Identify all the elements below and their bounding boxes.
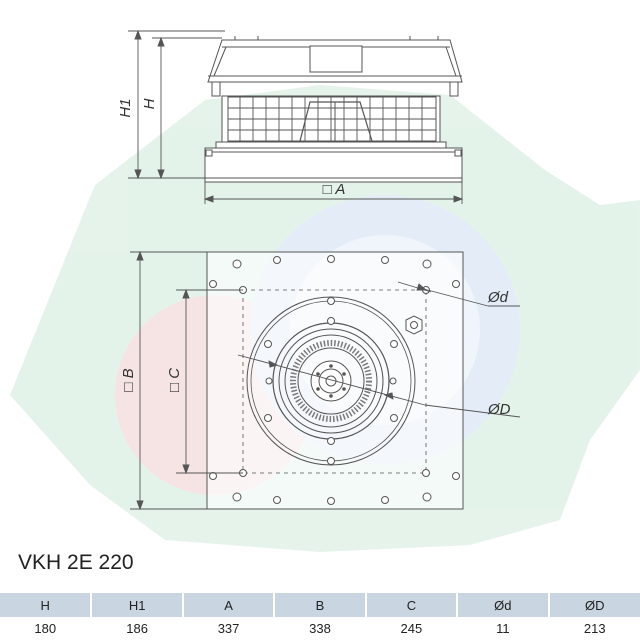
- base-top-rim: [215, 141, 447, 149]
- base-plate: [204, 147, 463, 179]
- value-d-small: 11: [456, 617, 549, 639]
- label-d-large: ØD: [487, 401, 511, 418]
- header-d-large: ØD: [547, 593, 640, 617]
- header-c: C: [364, 593, 458, 617]
- hood-vent-window: [309, 45, 363, 73]
- value-a: 337: [181, 617, 275, 639]
- label-a: □ A: [323, 181, 346, 198]
- spec-value-row: 180 186 337 338 245 11 213: [0, 617, 640, 639]
- label-b: □ B: [120, 368, 137, 391]
- value-h1: 186: [90, 617, 183, 639]
- header-d-small: Ød: [456, 593, 549, 617]
- value-c: 245: [364, 617, 458, 639]
- label-h1: H1: [117, 98, 134, 117]
- technical-drawing: H1 H □ A: [10, 29, 640, 552]
- cable-gland: [405, 315, 423, 335]
- label-h: H: [141, 98, 158, 109]
- impeller-blades: [290, 340, 372, 422]
- hub-bolts: [316, 364, 346, 398]
- value-b: 338: [273, 617, 366, 639]
- value-h: 180: [0, 617, 92, 639]
- spec-table: H H1 A B C Ød ØD 180 186 337 338 245 11 …: [0, 593, 640, 639]
- label-c: □ C: [166, 368, 183, 392]
- side-view: [204, 36, 463, 183]
- side-dimensions: [128, 29, 464, 204]
- mounting-square-dashed: [242, 289, 427, 474]
- header-b: B: [273, 593, 366, 617]
- model-title: VKH 2E 220: [18, 551, 134, 574]
- grille-horizontals: [228, 107, 436, 131]
- header-a: A: [181, 593, 275, 617]
- top-dimensions: [130, 250, 521, 511]
- spec-header-row: H H1 A B C Ød ØD: [0, 593, 640, 617]
- header-h1: H1: [90, 593, 183, 617]
- header-h: H: [0, 593, 92, 617]
- ring-bolts: [264, 297, 398, 465]
- value-d-large: 213: [547, 617, 640, 639]
- label-d-small: Ød: [487, 289, 509, 306]
